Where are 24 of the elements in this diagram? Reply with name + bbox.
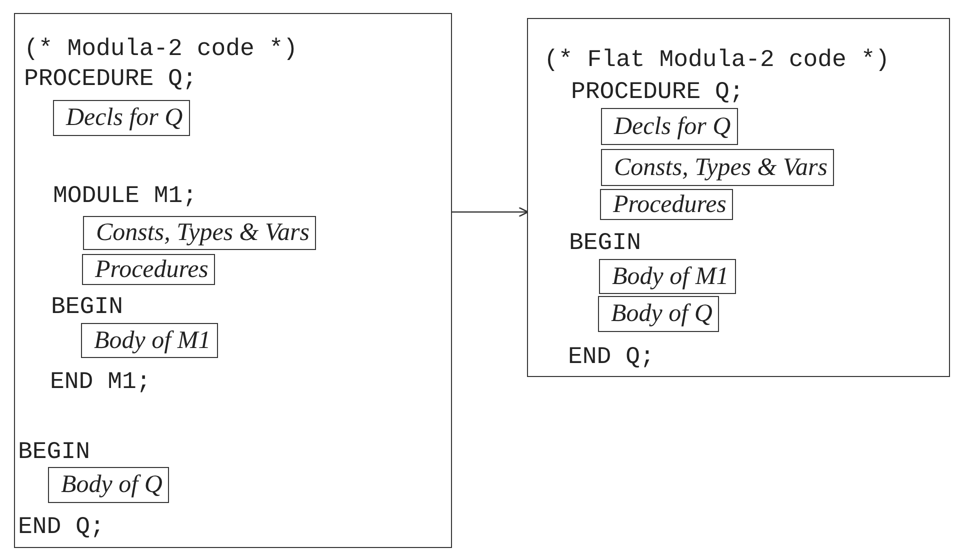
- code-panel: [14, 13, 452, 548]
- code-block-box: Consts, Types & Vars: [83, 216, 316, 250]
- code-block-box: Decls for Q: [601, 108, 738, 145]
- code-line: END Q;: [18, 514, 104, 542]
- code-panel: [527, 18, 950, 377]
- code-block-box: Procedures: [600, 189, 734, 220]
- code-block-box: Body of M1: [599, 259, 736, 294]
- code-block-box: Procedures: [82, 254, 216, 285]
- code-line: BEGIN: [18, 439, 90, 467]
- code-block-box: Decls for Q: [53, 100, 190, 136]
- code-line: (* Modula-2 code *): [24, 36, 298, 64]
- code-line: PROCEDURE Q;: [24, 66, 197, 94]
- code-line: END Q;: [568, 344, 654, 372]
- arrow: [452, 206, 529, 218]
- code-line: END M1;: [50, 369, 151, 397]
- code-block-box: Body of Q: [48, 467, 170, 503]
- code-block-box: Body of Q: [598, 296, 720, 332]
- code-line: PROCEDURE Q;: [571, 79, 744, 107]
- code-line: BEGIN: [51, 294, 124, 322]
- code-block-box: Body of M1: [81, 323, 218, 358]
- code-line: MODULE M1;: [53, 183, 198, 211]
- code-line: (* Flat Modula-2 code *): [544, 47, 890, 75]
- code-block-box: Consts, Types & Vars: [601, 149, 834, 186]
- code-line: BEGIN: [569, 230, 642, 258]
